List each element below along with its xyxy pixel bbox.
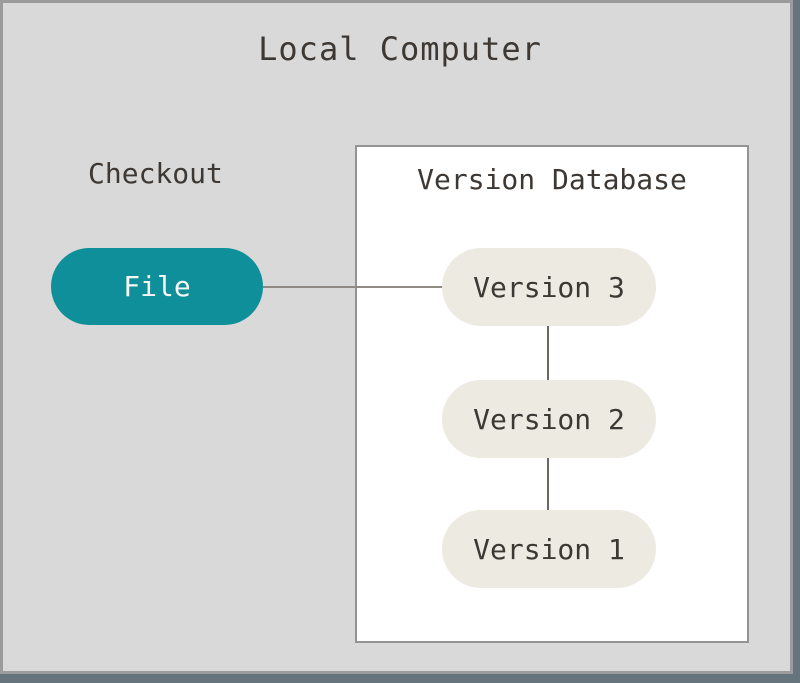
checkout-label: Checkout <box>88 157 223 190</box>
version-3-node: Version 3 <box>442 248 656 326</box>
connector-version3-to-version2 <box>547 326 549 380</box>
version-2-label: Version 2 <box>473 402 625 436</box>
connector-file-to-version3 <box>263 286 443 288</box>
version-1-label: Version 1 <box>473 532 625 566</box>
version-3-label: Version 3 <box>473 270 625 304</box>
version-2-node: Version 2 <box>442 380 656 458</box>
version-1-node: Version 1 <box>442 510 656 588</box>
connector-version2-to-version1 <box>547 456 549 510</box>
version-database-title: Version Database <box>417 163 687 196</box>
diagram-title: Local Computer <box>258 30 542 68</box>
file-node-label: File <box>123 270 191 303</box>
local-computer-canvas: Local Computer Checkout Version Database… <box>0 0 793 674</box>
file-node: File <box>51 248 263 325</box>
